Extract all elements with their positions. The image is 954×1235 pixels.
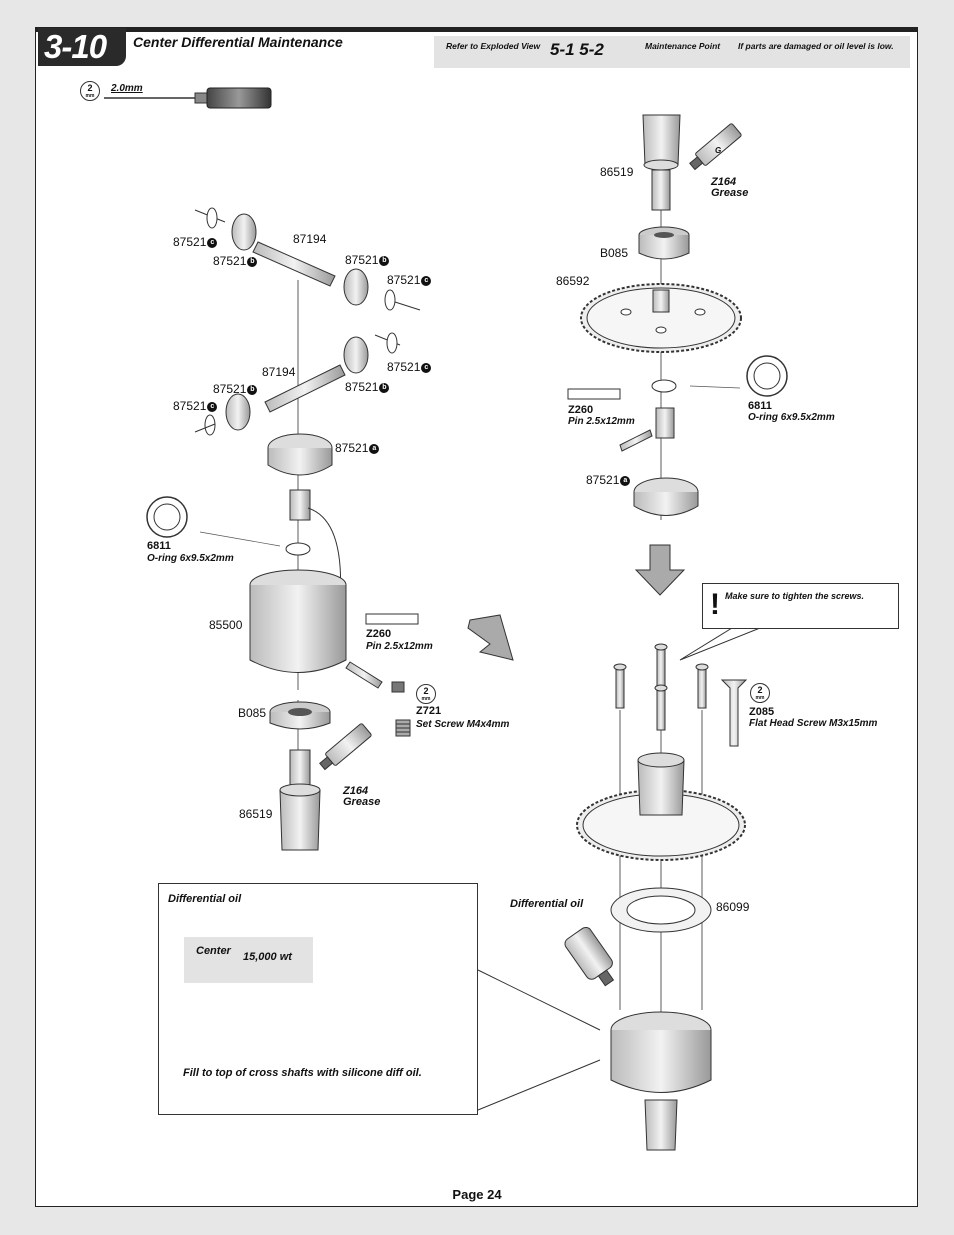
screws bbox=[613, 643, 748, 747]
part-label: 87194 bbox=[262, 365, 296, 379]
upper-cross-shaft bbox=[194, 207, 421, 311]
oil-label: Differential oil bbox=[510, 898, 584, 910]
lower-cross-shaft bbox=[194, 332, 401, 436]
screw-desc: Flat Head Screw M3x15mm bbox=[749, 718, 878, 729]
part-label: 86519 bbox=[239, 807, 273, 821]
section-number-badge: 3-10 bbox=[38, 28, 126, 66]
part-label: 86519 bbox=[600, 165, 634, 179]
hex-driver-icon bbox=[104, 87, 272, 109]
outdrive-shaft bbox=[289, 489, 311, 521]
ring-gear-right bbox=[633, 477, 699, 516]
warning-icon: ! bbox=[710, 588, 720, 621]
oil-box-title: Differential oil bbox=[168, 893, 242, 905]
refer-label: Refer to Exploded View bbox=[446, 41, 541, 51]
grease-tube-right-icon bbox=[689, 123, 742, 171]
assembly-arrow-icon bbox=[467, 614, 514, 661]
gasket bbox=[610, 887, 712, 933]
part-label: B085 bbox=[600, 246, 629, 260]
ring-gear-left bbox=[267, 433, 333, 476]
diff-oil-box: Differential oil Fill to top of cross sh… bbox=[158, 883, 478, 1115]
oring-code: 6811 bbox=[147, 540, 171, 552]
outdrive-left bbox=[279, 749, 321, 851]
setscrew-code: Z721 bbox=[416, 705, 442, 717]
grease-tube-letter: G bbox=[715, 146, 722, 155]
warning-text: Make sure to tighten the screws. bbox=[725, 591, 865, 601]
page-number: Page 24 bbox=[452, 1187, 502, 1202]
diff-housing-right bbox=[610, 1011, 712, 1151]
maintenance-note: If parts are damaged or oil level is low… bbox=[738, 41, 894, 51]
pin-desc: Pin 2.5x12mm bbox=[568, 416, 635, 427]
screw-code: Z085 bbox=[749, 706, 775, 718]
part-label: 87194 bbox=[293, 232, 327, 246]
grease-code: Z164 bbox=[343, 785, 369, 797]
pin-desc: Pin 2.5x12mm bbox=[366, 641, 433, 652]
bearing-left bbox=[269, 701, 331, 730]
grease-desc: Grease bbox=[711, 187, 749, 199]
refer-pages: 5-1 5-2 bbox=[550, 40, 604, 59]
spur-gear-assembled bbox=[576, 752, 746, 861]
outdrive-right bbox=[642, 114, 681, 211]
spur-gear bbox=[580, 283, 742, 353]
bearing-right bbox=[638, 226, 690, 260]
part-label: 85500 bbox=[209, 618, 243, 632]
part-label: 86592 bbox=[556, 274, 590, 288]
oring-code: 6811 bbox=[748, 400, 772, 412]
maintenance-point-label: Maintenance Point bbox=[645, 41, 721, 51]
set-screw-icon bbox=[395, 719, 411, 737]
diff-housing-left bbox=[249, 569, 347, 673]
grease-desc: Grease bbox=[343, 796, 381, 808]
center-label: Center bbox=[196, 945, 231, 957]
reference-bar bbox=[434, 36, 910, 68]
pin-code: Z260 bbox=[568, 404, 594, 416]
section-title: Center Differential Maintenance bbox=[133, 34, 343, 50]
oil-weight-box: Center 15,000 wt bbox=[184, 937, 313, 983]
grease-tube-left-icon bbox=[319, 723, 372, 771]
pin-code: Z260 bbox=[366, 628, 392, 640]
down-arrow-icon bbox=[634, 544, 686, 596]
setscrew-desc: Set Screw M4x4mm bbox=[416, 719, 510, 730]
top-rule bbox=[35, 27, 918, 32]
oring-desc: O-ring 6x9.5x2mm bbox=[147, 553, 234, 564]
part-label: B085 bbox=[238, 706, 267, 720]
oil-instruction: Fill to top of cross shafts with silicon… bbox=[183, 1067, 422, 1079]
oil-bottle-icon bbox=[564, 926, 615, 987]
center-value: 15,000 wt bbox=[243, 951, 292, 963]
grease-code: Z164 bbox=[711, 176, 737, 188]
warning-callout: ! Make sure to tighten the screws. bbox=[702, 583, 899, 629]
tool-size-label: 2.0mm bbox=[111, 83, 143, 94]
grease-tube-letter: G bbox=[341, 759, 348, 768]
part-label: 86099 bbox=[716, 900, 750, 914]
oring-desc: O-ring 6x9.5x2mm bbox=[748, 412, 835, 423]
